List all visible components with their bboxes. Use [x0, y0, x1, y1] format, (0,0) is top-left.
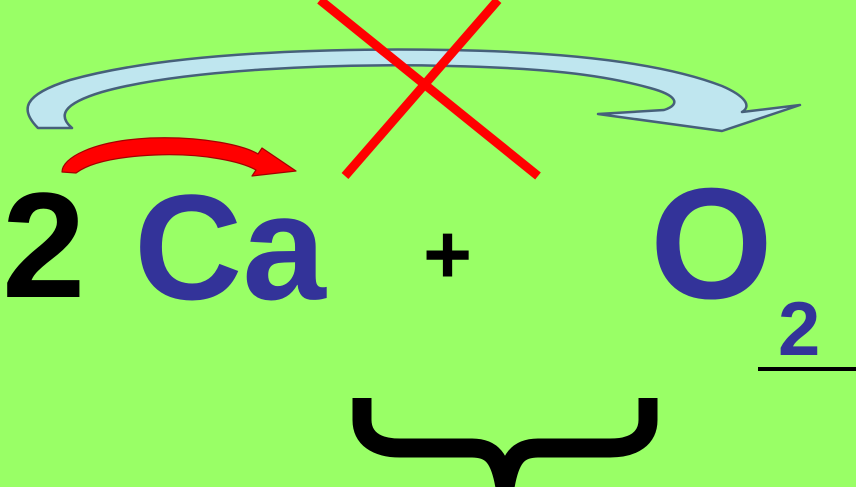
- plus-sign: +: [423, 207, 473, 301]
- oxygen-subscript: 2: [778, 287, 821, 372]
- curly-brace: [352, 398, 658, 487]
- coefficient-label: 2: [2, 161, 86, 329]
- short-curved-arrow: [61, 137, 297, 177]
- long-curved-arrow: [26, 48, 802, 133]
- oxygen-formula: O: [650, 156, 773, 332]
- cross-mark-stroke-1: [317, 0, 541, 180]
- cross-mark-stroke-2: [341, 0, 502, 179]
- calcium-formula: Ca: [134, 163, 326, 331]
